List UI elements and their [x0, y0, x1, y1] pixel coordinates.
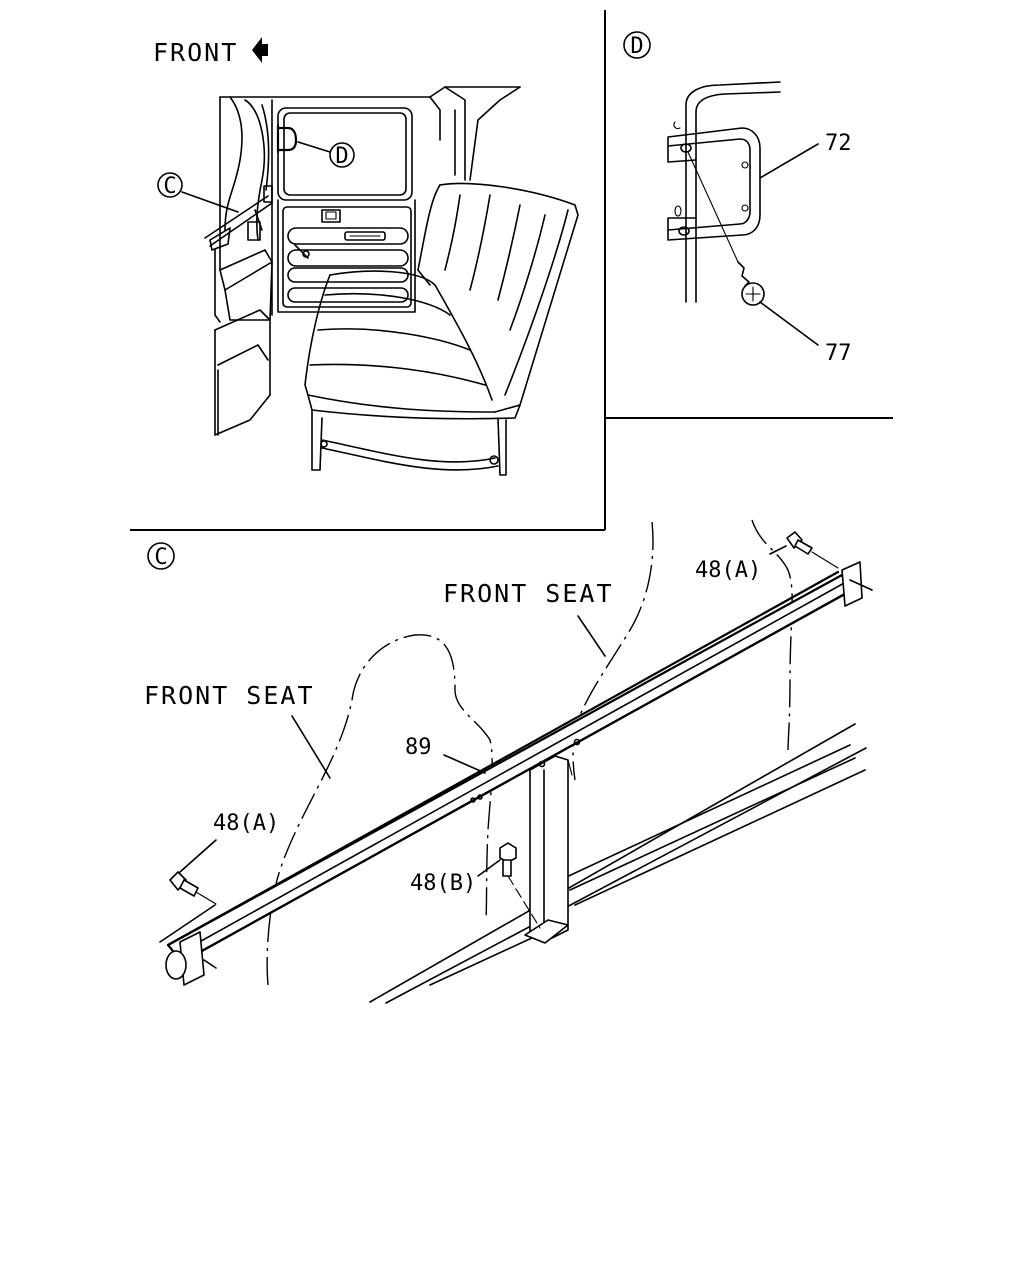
part-48a-right-label: 48(A): [695, 558, 761, 583]
screw-77: 77: [687, 151, 852, 366]
callout-d-main: D: [335, 144, 348, 169]
detail-c-panel: C FRONT SEAT FRONT SEAT: [144, 519, 873, 1004]
part-77-label: 77: [825, 341, 852, 366]
bolt-48a-right: 48(A): [695, 531, 839, 583]
part-48a-left-label: 48(A): [213, 811, 279, 836]
callout-c-main-group: C: [157, 172, 239, 213]
cab-left-side: [204, 96, 273, 436]
front-seat-upper-outline: FRONT SEAT: [443, 519, 793, 781]
arrow-left-icon: [252, 37, 268, 63]
bench-seat: [304, 182, 579, 476]
floor-rails: [369, 723, 867, 1004]
bolt-48b: 48(B): [410, 842, 541, 929]
cab-back-wall: [219, 86, 521, 316]
front-label: FRONT: [153, 38, 238, 67]
detail-d-panel: D 72 77: [623, 31, 852, 366]
part-72-label: 72: [825, 131, 852, 156]
panel-borders: [130, 10, 893, 531]
bolt-48a-left: 48(A): [169, 811, 279, 905]
front-seat-upper-label: FRONT SEAT: [443, 579, 614, 608]
callout-c-main: C: [163, 174, 176, 199]
callout-c-detail: C: [154, 545, 167, 570]
cab-overview-panel: FRONT: [153, 37, 579, 476]
bracket-d-location: D: [276, 124, 355, 169]
part-48b-label: 48(B): [410, 871, 476, 896]
bracket-72: 72: [667, 127, 852, 241]
front-seat-left-label: FRONT SEAT: [144, 681, 315, 710]
cross-rail-89: 89: [159, 561, 873, 986]
front-seat-left-outline: FRONT SEAT: [144, 634, 493, 986]
part-89-label: 89: [405, 735, 432, 760]
callout-d-detail: D: [630, 34, 643, 59]
